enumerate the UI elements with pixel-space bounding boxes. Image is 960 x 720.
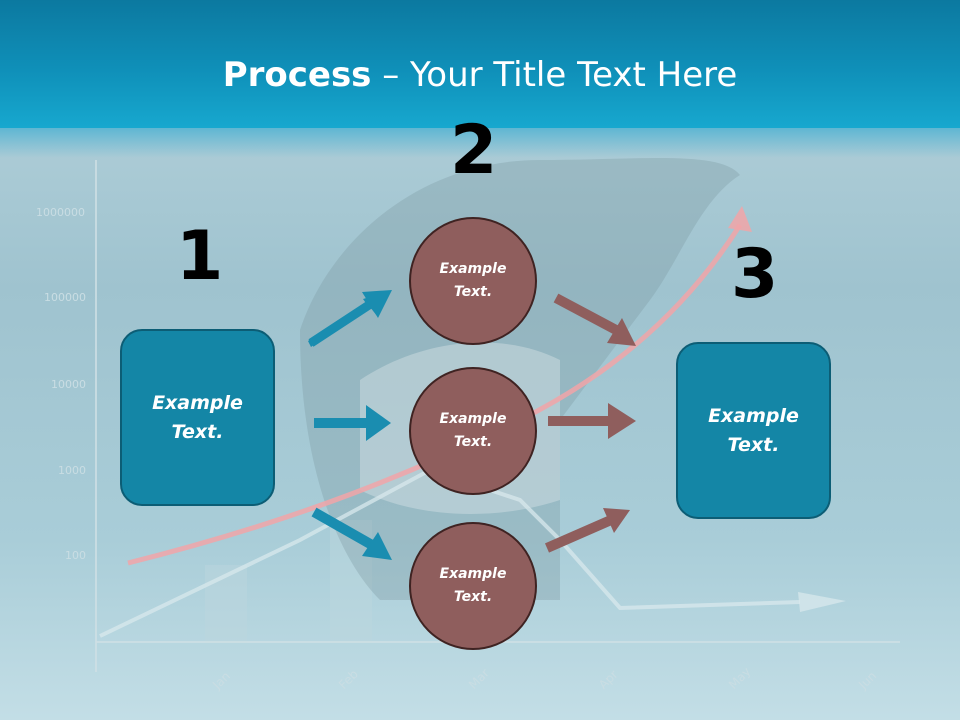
right-process-box[interactable]: Example Text.	[676, 342, 831, 519]
step-number-2: 2	[450, 111, 498, 190]
title-bar	[0, 0, 960, 128]
circle-text: Example Text.	[439, 261, 507, 300]
process-circle-top[interactable]: Example Text.	[409, 217, 537, 345]
title-bar-fade	[0, 128, 960, 158]
slide-title[interactable]: Process – Your Title Text Here	[0, 52, 960, 98]
circle-text: Example Text.	[439, 411, 507, 450]
step-number-1: 1	[176, 217, 224, 296]
arrow-brown-right	[608, 403, 636, 439]
arrow-blue-down	[362, 532, 392, 560]
left-process-box[interactable]: Example Text.	[120, 329, 275, 506]
circle-text: Example Text.	[439, 566, 507, 605]
title-bold: Process	[222, 55, 372, 95]
title-rest: – Your Title Text Here	[371, 55, 738, 95]
y-tick-label: 1000	[58, 464, 86, 477]
arrow-brown-up	[603, 508, 630, 533]
y-tick-label: 10000	[51, 378, 86, 391]
y-tick-label: 100000	[44, 291, 86, 304]
right-box-text: Example Text.	[708, 404, 799, 456]
arrow-brown-down	[607, 318, 636, 346]
left-box-text: Example Text.	[152, 391, 243, 443]
step-number-3: 3	[731, 235, 779, 314]
arrow-blue-right	[366, 405, 391, 441]
process-circle-bottom[interactable]: Example Text.	[409, 522, 537, 650]
process-circle-middle[interactable]: Example Text.	[409, 367, 537, 495]
y-tick-label: 100	[65, 549, 86, 562]
y-tick-label: 1000000	[36, 206, 85, 219]
